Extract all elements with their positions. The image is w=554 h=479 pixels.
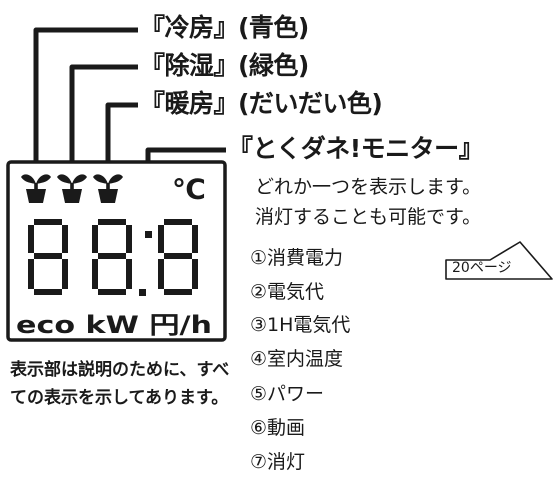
mode-item: ⑤パワー xyxy=(250,383,325,405)
monitor-indicator-dot xyxy=(145,231,152,238)
heating-label: 『暖房』(だいだい色) xyxy=(140,89,383,118)
mode-item: ⑦消灯 xyxy=(250,451,306,473)
monitor-desc-line-1: どれか一つを表示します。 xyxy=(255,176,482,198)
cooling-sprout-icon xyxy=(21,174,51,203)
decimal-point xyxy=(139,289,146,296)
seven-segment-digit-1 xyxy=(28,219,68,295)
lcd-display: ℃ xyxy=(6,160,227,342)
page-ref-label[interactable]: 20ページ xyxy=(452,260,512,276)
page-ref-tag xyxy=(445,241,553,280)
heating-leader-line xyxy=(105,102,138,170)
dehumidify-sprout-icon xyxy=(57,174,87,203)
mode-item: ⑥動画 xyxy=(250,417,306,439)
celsius-indicator: ℃ xyxy=(172,173,206,206)
heating-sprout-icon xyxy=(93,174,123,203)
dehumidify-label: 『除湿』(緑色) xyxy=(140,51,309,80)
dehumidify-leader-line xyxy=(69,64,138,170)
seven-segment-digit-3 xyxy=(158,219,198,295)
mode-item: ①消費電力 xyxy=(250,247,344,269)
mode-item: ④室内温度 xyxy=(250,348,344,370)
monitor-desc-line-2: 消灯することも可能です。 xyxy=(255,206,482,228)
mode-item: ③1H電気代 xyxy=(250,314,351,336)
mode-item: ②電気代 xyxy=(250,281,325,303)
cooling-leader-line xyxy=(33,27,138,170)
cooling-label: 『冷房』(青色) xyxy=(140,13,309,42)
seven-segment-digit-2 xyxy=(92,219,132,295)
display-note: 表示部は説明のために、すべての表示を示してあります。 xyxy=(10,360,230,408)
unit-row: eco kW 円/h xyxy=(16,311,212,339)
lcd-frame xyxy=(6,160,227,342)
monitor-label: 『とくダネ!モニター』 xyxy=(228,134,484,163)
